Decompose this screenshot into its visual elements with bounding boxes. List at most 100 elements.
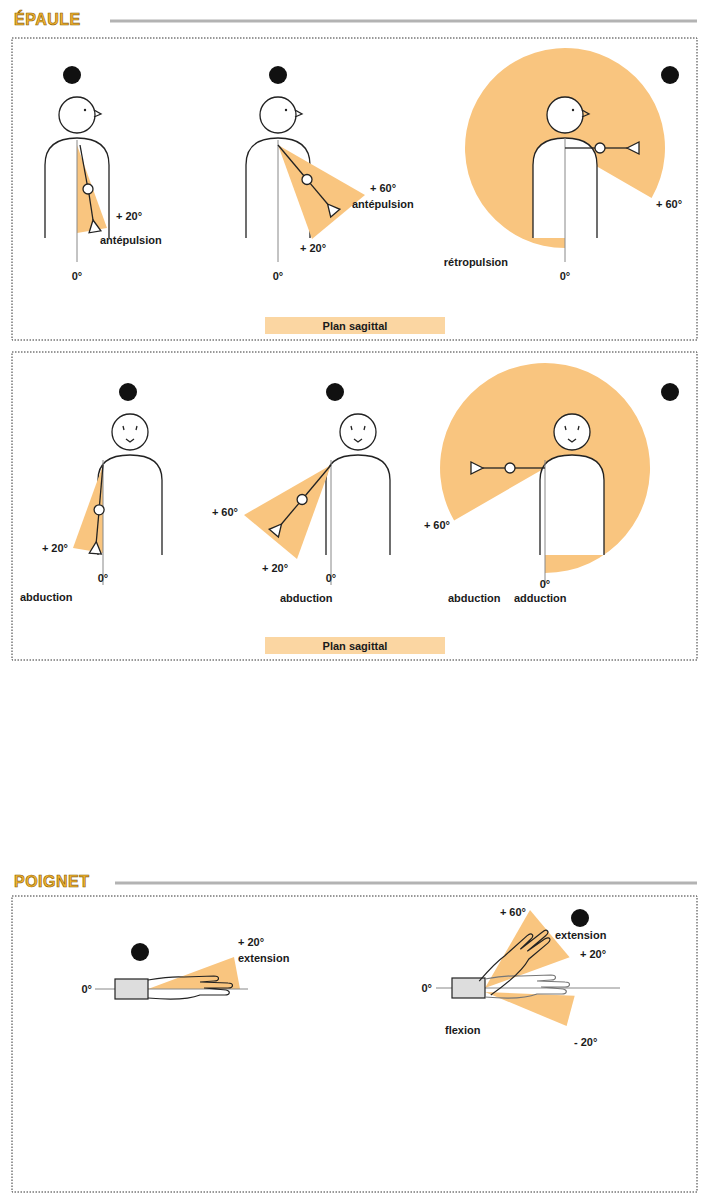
- angle-label: + 20°: [262, 562, 288, 575]
- nose: [94, 110, 101, 117]
- head: [547, 97, 583, 133]
- body-outline: [98, 455, 162, 555]
- wrist-figure: [436, 910, 620, 1026]
- upper-arm: [278, 145, 307, 180]
- angle-label: abduction: [448, 592, 501, 605]
- hand: [328, 204, 340, 217]
- forearm: [89, 194, 93, 220]
- angle-label: 0°: [81, 983, 92, 996]
- callout-dot: [326, 383, 344, 401]
- angle-label: + 20°: [580, 948, 606, 961]
- upper-arm: [99, 465, 103, 510]
- upper-arm: [302, 465, 331, 500]
- callout-dot: [63, 66, 81, 84]
- angle-label: 0°: [560, 270, 571, 283]
- upper-arm: [515, 467, 545, 468]
- angle-label: + 20°: [42, 542, 68, 555]
- panel-frame: [12, 38, 697, 340]
- hand: [627, 142, 639, 154]
- head: [59, 97, 95, 133]
- head: [554, 414, 590, 450]
- eye: [84, 109, 86, 111]
- face: [565, 426, 579, 442]
- callout-dots: [63, 66, 679, 961]
- face: [351, 426, 365, 442]
- angle-label: + 60°: [656, 198, 682, 211]
- plane-band: Plan sagittal: [265, 317, 445, 334]
- angle-label: 0°: [421, 982, 432, 995]
- reference-line: [103, 460, 104, 585]
- front-figure: [73, 414, 162, 585]
- body-outline: [326, 455, 390, 555]
- callout-dot: [661, 66, 679, 84]
- reference-line: [565, 138, 566, 262]
- angle-label: 0°: [98, 572, 109, 585]
- angle-label: 0°: [72, 270, 83, 283]
- angle-label: flexion: [445, 1024, 480, 1037]
- neutral-hand: [485, 975, 570, 998]
- angle-label: 0°: [540, 578, 551, 591]
- section-heading: POIGNET: [14, 873, 90, 891]
- heading-rule: [115, 882, 697, 885]
- side-figure: [45, 97, 109, 262]
- callout-dot: [269, 66, 287, 84]
- angle-zone: [244, 465, 331, 559]
- heading-rule: [110, 20, 697, 23]
- angle-zone: [485, 992, 575, 1026]
- angle-label: antépulsion: [100, 234, 162, 247]
- angle-label: extension: [555, 929, 606, 942]
- reference-line: [545, 460, 546, 585]
- reference-line: [77, 140, 78, 262]
- panel-frame: [12, 352, 697, 660]
- upper-arm: [80, 145, 88, 189]
- angle-label: abduction: [280, 592, 333, 605]
- angle-zone: [77, 145, 107, 233]
- wrist-figure: [95, 957, 248, 999]
- angle-label: + 20°: [238, 936, 264, 949]
- plane-band: Plan sagittal: [265, 637, 445, 654]
- angle-label: antépulsion: [352, 198, 414, 211]
- angle-label: + 60°: [424, 519, 450, 532]
- reference-line: [278, 140, 279, 262]
- angle-zone: [148, 957, 240, 989]
- side-figure: [246, 97, 365, 262]
- angle-zone: [278, 145, 365, 239]
- angle-label: + 20°: [116, 210, 142, 223]
- front-figure: [244, 414, 390, 585]
- angle-label: 0°: [273, 270, 284, 283]
- eye: [572, 109, 574, 111]
- eye: [285, 109, 287, 111]
- band-label: Plan sagittal: [323, 640, 388, 652]
- section-heading: ÉPAULE: [14, 11, 81, 29]
- forearm: [310, 183, 327, 204]
- head: [260, 97, 296, 133]
- face: [123, 426, 137, 442]
- nose: [295, 110, 302, 117]
- forearm: [483, 467, 505, 468]
- band-label: Plan sagittal: [323, 320, 388, 332]
- reference-line: [331, 460, 332, 585]
- angle-label: adduction: [514, 592, 567, 605]
- callout-dot: [661, 383, 679, 401]
- forearm: [282, 503, 299, 524]
- upper-arm: [565, 147, 595, 148]
- hand: [477, 924, 557, 996]
- nose: [582, 110, 589, 117]
- head: [112, 414, 148, 450]
- callout-dot: [571, 909, 589, 927]
- angle-label: + 60°: [370, 182, 396, 195]
- angle-label: + 60°: [500, 906, 526, 919]
- angle-label: rétropulsion: [444, 256, 508, 269]
- hand: [89, 542, 101, 554]
- elbow: [94, 505, 104, 515]
- angle-label: abduction: [20, 591, 73, 604]
- angle-label: + 20°: [300, 242, 326, 255]
- side-figure: [465, 48, 665, 262]
- angle-label: + 60°: [212, 506, 238, 519]
- hand: [148, 976, 233, 999]
- angle-label: - 20°: [574, 1036, 597, 1049]
- forearm: [96, 515, 98, 542]
- head: [340, 414, 376, 450]
